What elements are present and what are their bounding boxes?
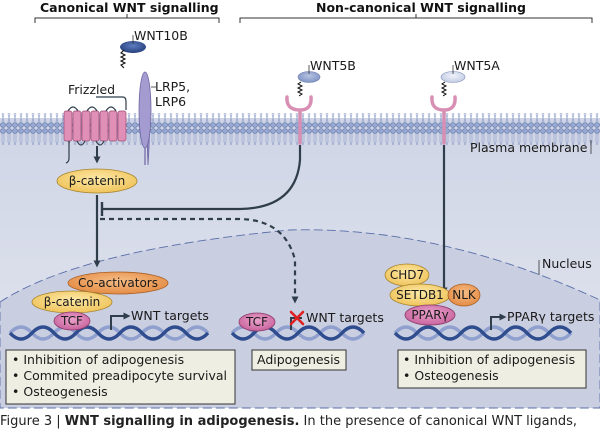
outcome-item: • Commited preadipocyte survival (12, 368, 227, 383)
wnt5a-ligand: WNT5A (440, 58, 500, 97)
label-wnt-targets-active: WNT targets (131, 308, 209, 323)
transcription-arrow-ppar (490, 313, 507, 330)
label-frizzled: Frizzled (68, 82, 115, 97)
bracket-canonical (34, 14, 220, 23)
header-non-canonical: Non-canonical WNT signalling (316, 0, 526, 15)
outcome-box-canonical: • Inhibition of adipogenesis • Commited … (5, 349, 236, 405)
bracket-non-canonical (239, 14, 593, 23)
frizzled-receptor: Frizzled (63, 82, 127, 164)
figure-caption: Figure 3 | WNT signalling in adipogenesi… (0, 414, 600, 429)
label-plasma-membrane: Plasma membrane (470, 140, 588, 155)
label-lrp6: LRP6 (155, 94, 186, 109)
beta-catenin-nuclear: β-catenin (31, 290, 113, 314)
label-nucleus: Nucleus (542, 256, 592, 271)
caption-text: In the presence of canonical WNT ligands… (299, 414, 577, 429)
caption-prefix: Figure 3 | (0, 414, 65, 429)
label-wnt5b: WNT5B (310, 58, 356, 73)
svg-text:Co-activators: Co-activators (78, 276, 158, 290)
co-activators: Co-activators (67, 271, 169, 295)
outcome-box-wnt5a: • Inhibition of adipogenesis • Osteogene… (397, 349, 587, 389)
outcome-item: • Inhibition of adipogenesis (403, 352, 575, 367)
wnt5a-receptor (430, 95, 457, 145)
label-wnt5a: WNT5A (454, 58, 500, 73)
tcf-canonical: TCF (53, 311, 91, 331)
outcome-item: • Osteogenesis (12, 384, 108, 399)
tcf-noncanonical: TCF (238, 312, 276, 332)
header-canonical: Canonical WNT signalling (40, 0, 219, 15)
dna-wnt5b (230, 325, 366, 341)
svg-text:SETDB1: SETDB1 (396, 288, 444, 302)
wnt5b-ligand: WNT5B (296, 58, 356, 97)
svg-text:β-catenin: β-catenin (44, 295, 101, 309)
outcome-item: • Osteogenesis (403, 368, 499, 383)
dna-wnt5a (393, 325, 573, 341)
outcome-item: Adipogenesis (257, 352, 340, 367)
chd7: CHD7 (384, 263, 430, 287)
outcome-box-wnt5b: Adipogenesis (251, 349, 347, 371)
setdb1: SETDB1 (389, 283, 451, 307)
beta-catenin-cytoplasmic: β-catenin (56, 168, 138, 194)
svg-text:NLK: NLK (452, 288, 477, 302)
lrp5-lrp6-coreceptor: LRP5, LRP6 (138, 71, 190, 166)
svg-text:CHD7: CHD7 (390, 268, 424, 282)
outcome-item: • Inhibition of adipogenesis (12, 352, 184, 367)
svg-text:PPARγ: PPARγ (411, 308, 448, 322)
svg-text:TCF: TCF (60, 314, 83, 328)
nlk: NLK (447, 283, 481, 307)
caption-title: WNT signalling in adipogenesis. (64, 414, 300, 429)
block-x-icon (289, 310, 305, 326)
label-wnt-targets-blocked: WNT targets (306, 310, 384, 325)
label-wnt10b: WNT10B (134, 28, 188, 43)
wnt10b-ligand: WNT10B (119, 28, 188, 69)
svg-text:TCF: TCF (245, 315, 268, 329)
wnt5b-receptor (285, 95, 313, 145)
label-lrp5: LRP5, (155, 79, 190, 94)
transcription-arrow-canonical (110, 312, 131, 330)
dna-canonical (8, 325, 210, 341)
wnt5b-inhibits-beta-catenin (102, 145, 302, 211)
label-ppar-targets: PPARγ targets (507, 309, 594, 324)
svg-text:β-catenin: β-catenin (69, 174, 126, 188)
ppar-gamma: PPARγ (404, 304, 456, 326)
